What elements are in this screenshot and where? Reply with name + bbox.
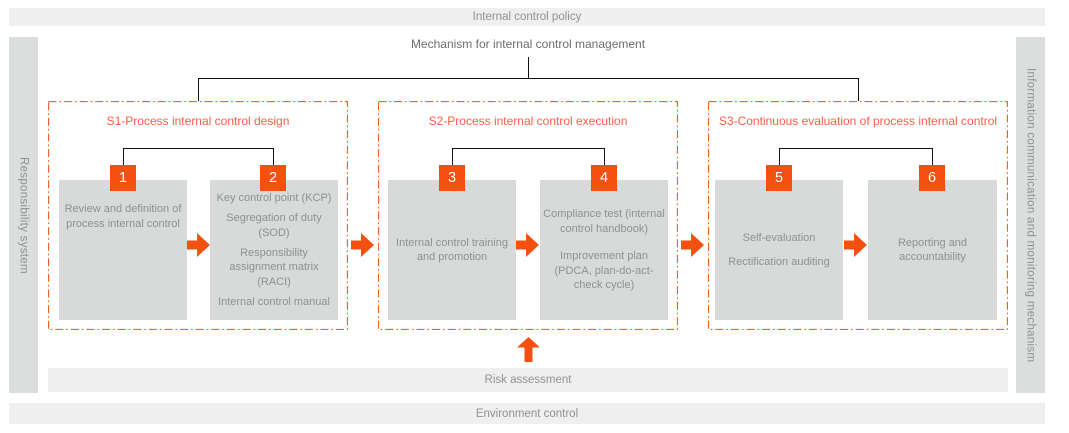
- step-box-1-text: Review and definition of process interna…: [64, 203, 182, 230]
- step-box-4-text-1: Compliance test (internal control handbo…: [543, 208, 665, 235]
- bracket-s2-right: [604, 148, 605, 165]
- step-number-3: 3: [439, 165, 465, 191]
- connector-horizontal: [198, 78, 859, 79]
- bracket-s1-right: [273, 148, 274, 165]
- internal-control-policy-label: Internal control policy: [472, 11, 582, 23]
- step-box-3-text: Internal control training and promotion: [396, 236, 508, 264]
- arrow-right-icon: [516, 233, 539, 257]
- environment-control-label: Environment control: [475, 407, 579, 420]
- information-communication-bar: Information communication and monitoring…: [1016, 37, 1045, 393]
- step-box-2: Key control point (KCP) Segregation of d…: [210, 180, 338, 320]
- bracket-s2-left: [452, 148, 453, 165]
- step-box-2-text-2: Segregation of duty (SOD): [226, 212, 322, 239]
- step-box-6-text: Reporting and accountability: [897, 236, 968, 264]
- step-box-5-text-1: Self-evaluation: [742, 232, 816, 244]
- section-s1: S1-Process internal control design: [48, 101, 348, 330]
- section-s3-border: [708, 101, 1008, 330]
- step-number-2: 2: [260, 165, 286, 191]
- step-box-2-text-1: Key control point (KCP): [216, 192, 332, 204]
- bracket-s3-right: [932, 148, 933, 165]
- risk-assessment-label: Risk assessment: [484, 374, 572, 386]
- section-s3: S3-Continuous evaluation of process inte…: [708, 101, 1008, 330]
- connector-drop-s1: [198, 78, 199, 101]
- responsibility-system-label: Responsibility system: [17, 156, 30, 274]
- environment-control-bar: Environment control: [9, 403, 1045, 424]
- bracket-s3-left: [779, 148, 780, 165]
- step-box-2-text-3: Responsibility assignment matrix (RACI): [229, 246, 319, 288]
- bracket-s3-h: [779, 148, 933, 149]
- connector-drop-s3: [858, 78, 859, 101]
- bracket-s1-h: [123, 148, 274, 149]
- connector-stem: [528, 57, 529, 78]
- responsibility-system-bar: Responsibility system: [9, 37, 38, 393]
- step-number-1: 1: [110, 165, 136, 191]
- arrow-right-icon: [844, 233, 867, 257]
- step-box-4: Compliance test (internal control handbo…: [540, 180, 668, 320]
- section-s2: S2-Process internal control execution: [378, 101, 678, 330]
- step-number-6: 6: [919, 165, 945, 191]
- arrow-right-icon: [187, 233, 210, 257]
- bracket-s1-left: [123, 148, 124, 165]
- step-box-3: Internal control training and promotion: [388, 180, 516, 320]
- risk-assessment-bar: Risk assessment: [48, 368, 1008, 392]
- step-box-6: Reporting and accountability: [868, 180, 997, 320]
- step-box-4-text-2: Improvement plan (PDCA, plan-do-act-chec…: [554, 250, 654, 292]
- arrow-up-icon: [517, 337, 540, 362]
- arrow-right-icon: [681, 233, 704, 257]
- step-box-2-text-4: Internal control manual: [218, 295, 330, 308]
- section-s1-title: S1-Process internal control design: [106, 114, 290, 128]
- section-s1-border: [48, 101, 348, 330]
- internal-control-policy-bar: Internal control policy: [9, 8, 1045, 26]
- section-s2-title: S2-Process internal control execution: [428, 114, 628, 128]
- arrow-right-icon: [351, 233, 374, 257]
- mechanism-title: Mechanism for internal control managemen…: [410, 37, 646, 51]
- step-box-5: Self-evaluation Rectification auditing: [715, 180, 843, 320]
- information-communication-label: Information communication and monitoring…: [1024, 67, 1037, 363]
- section-s3-title: S3-Continuous evaluation of process inte…: [718, 114, 998, 128]
- step-box-5-text-2: Rectification auditing: [728, 255, 830, 268]
- step-box-1: Review and definition of process interna…: [59, 180, 187, 320]
- step-number-4: 4: [591, 165, 617, 191]
- bracket-s2-h: [452, 148, 605, 149]
- section-s2-border: [378, 101, 678, 330]
- step-number-5: 5: [766, 165, 792, 191]
